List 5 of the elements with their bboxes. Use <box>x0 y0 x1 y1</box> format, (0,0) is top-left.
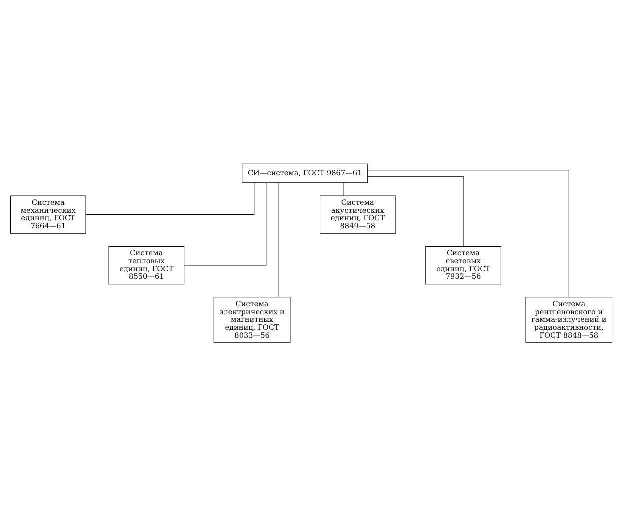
connector <box>368 170 570 298</box>
connector <box>278 182 279 298</box>
connector <box>368 176 464 247</box>
connector <box>86 182 255 216</box>
connector <box>184 182 267 266</box>
